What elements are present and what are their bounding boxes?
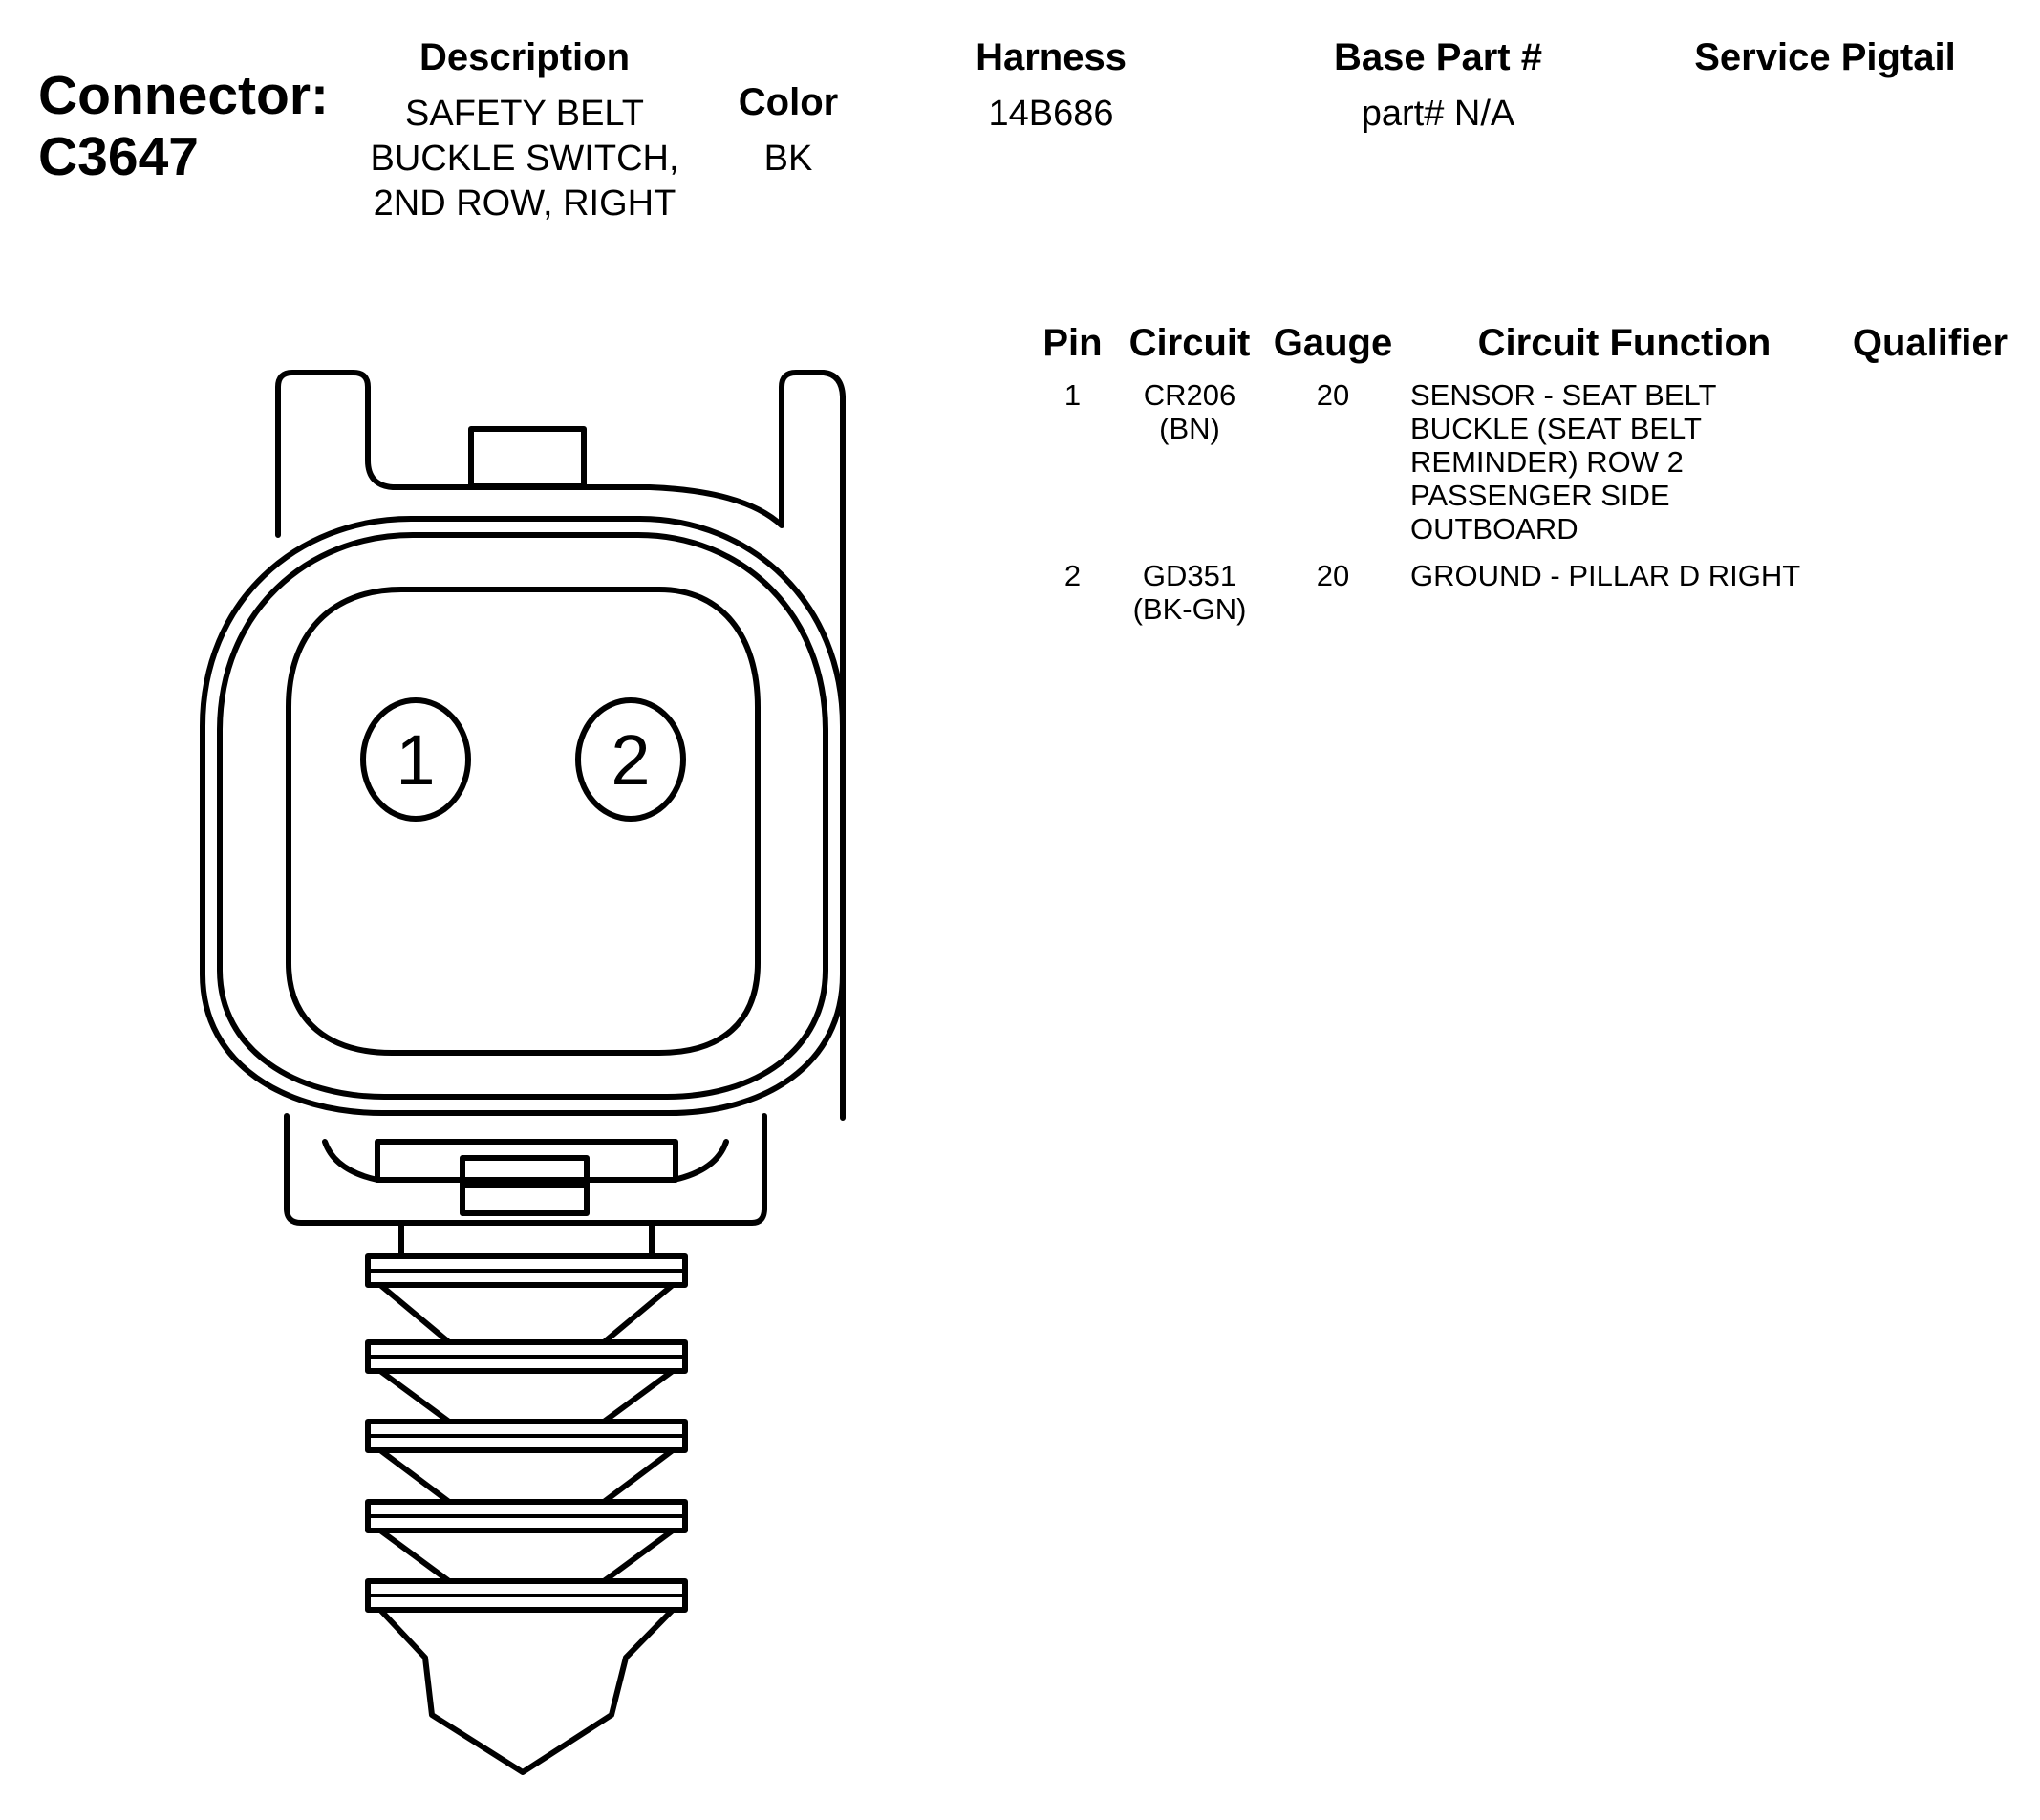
pin-number: 2	[1063, 559, 1082, 592]
base-part-value: part# N/A	[1361, 94, 1515, 134]
boot-taper	[377, 1528, 676, 1584]
boot-taper	[377, 1282, 676, 1345]
outer-body	[200, 516, 846, 1116]
description-header: Description	[419, 36, 631, 78]
pin-column-header: Pin	[1042, 322, 1103, 364]
pin-cavity-label: 2	[611, 720, 650, 800]
qualifier-column-header: Qualifier	[1852, 322, 2008, 364]
boot-taper	[377, 1447, 676, 1505]
harness-value: 14B686	[988, 94, 1114, 134]
lower-housing-curves	[322, 1139, 729, 1183]
function-line: GROUND - PILLAR D RIGHT	[1410, 559, 1801, 592]
description-line: SAFETY BELT	[405, 94, 644, 134]
connector-title: Connector: C3647	[38, 65, 329, 187]
boot-neck	[398, 1220, 655, 1259]
color-header: Color	[738, 81, 839, 123]
description-line: BUCKLE SWITCH,	[370, 139, 679, 179]
circuit-function-value: SENSOR - SEAT BELT BUCKLE (SEAT BELT REM…	[1410, 378, 1831, 546]
circuit-line: (BK-GN)	[1132, 592, 1247, 626]
latch-outline	[275, 370, 846, 1121]
harness-header: Harness	[976, 36, 1127, 78]
pin-number: 1	[1063, 378, 1082, 412]
function-line: PASSENGER SIDE	[1410, 479, 1670, 512]
boot	[365, 1253, 688, 1775]
pin-cavity	[575, 697, 686, 822]
service-pigtail-header: Service Pigtail	[1694, 36, 1956, 78]
latch-tab	[468, 426, 587, 489]
gauge-value: 20	[1316, 378, 1350, 412]
color-value: BK	[763, 139, 813, 179]
function-line: OUTBOARD	[1410, 512, 1578, 546]
base-part-header: Base Part #	[1334, 36, 1542, 78]
circuit-line: GD351	[1142, 559, 1237, 592]
connector-id: C3647	[38, 126, 199, 187]
circuit-line: CR206	[1143, 378, 1236, 412]
circuit-column-header: Circuit	[1128, 322, 1251, 364]
function-line: REMINDER) ROW 2	[1410, 445, 1684, 479]
boot-tip	[377, 1607, 676, 1775]
description-line: 2ND ROW, RIGHT	[373, 183, 676, 224]
gauge-value: 20	[1316, 559, 1350, 592]
outer-body-inner-line	[217, 532, 828, 1100]
circuit-line: (BN)	[1159, 412, 1220, 445]
pin-cavity-label: 1	[396, 720, 435, 800]
circuit-function-value: GROUND - PILLAR D RIGHT	[1410, 559, 1831, 592]
circuit-value: GD351 (BK-GN)	[1118, 559, 1261, 626]
function-line: SENSOR - SEAT BELT	[1410, 378, 1717, 412]
lower-housing	[284, 1113, 767, 1226]
circuit-value: CR206 (BN)	[1118, 378, 1261, 445]
boot-taper	[377, 1368, 676, 1424]
gauge-column-header: Gauge	[1273, 322, 1393, 364]
circuit-function-column-header: Circuit Function	[1477, 322, 1772, 364]
mating-face	[286, 587, 761, 1056]
connector-label: Connector:	[38, 65, 329, 126]
pin-cavity	[360, 697, 471, 822]
function-line: BUCKLE (SEAT BELT	[1410, 412, 1702, 445]
lower-rib	[375, 1139, 678, 1183]
description-value: SAFETY BELT BUCKLE SWITCH, 2ND ROW, RIGH…	[329, 92, 720, 226]
